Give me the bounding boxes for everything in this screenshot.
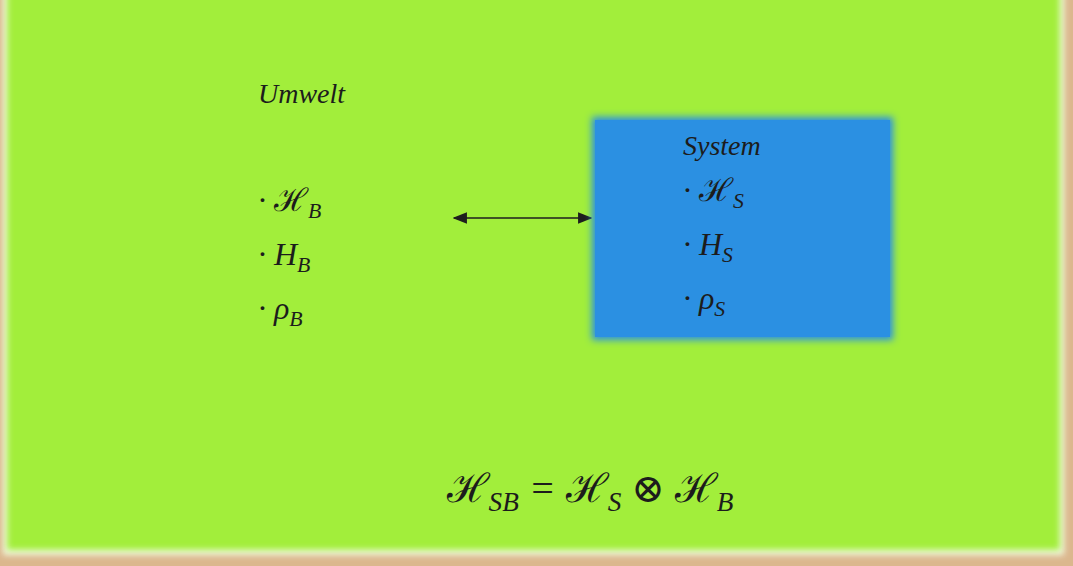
interaction-arrow <box>454 217 591 219</box>
tensor-formula: ℋSB = ℋS ⊗ ℋB <box>447 463 734 518</box>
node-heading: Umwelt <box>258 76 442 112</box>
environment-panel <box>7 0 1060 550</box>
panel-glow <box>3 0 1064 555</box>
math-item: · ρS <box>683 273 870 327</box>
math-item: · ℋB <box>258 175 442 229</box>
environment-group: Umwelt · ℋB· HB· ρB <box>240 76 452 337</box>
node-heading: System <box>683 128 870 164</box>
system-box: System· ℋS· HS· ρS <box>595 120 890 337</box>
math-item: · HS <box>683 219 870 273</box>
math-item: · ρB <box>258 283 442 337</box>
math-item: · HB <box>258 229 442 283</box>
math-item: · ℋS <box>683 165 870 219</box>
